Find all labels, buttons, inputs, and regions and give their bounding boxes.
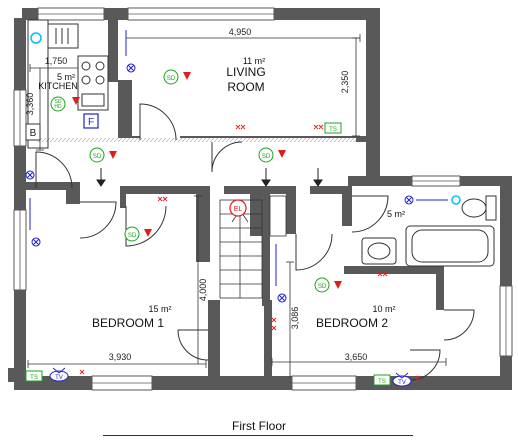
svg-text:SD: SD bbox=[128, 233, 137, 239]
svg-text:SD: SD bbox=[262, 154, 271, 160]
dim-living-width: 4,950 bbox=[229, 27, 252, 37]
alarm-sounders bbox=[72, 72, 342, 289]
bathroom-area: 5 m² bbox=[387, 209, 405, 219]
ts-socket-living: TS bbox=[324, 122, 342, 134]
kitchen-area: 5 m² bbox=[57, 72, 75, 82]
kitchen-name: KITCHEN bbox=[38, 81, 78, 91]
svg-text:TS: TS bbox=[378, 379, 386, 385]
windows bbox=[13, 7, 513, 391]
dim-bedroom1-depth: 4,000 bbox=[198, 279, 208, 302]
svg-text:HD: HD bbox=[54, 104, 62, 110]
svg-text:TS: TS bbox=[329, 127, 337, 133]
dimension-lines bbox=[27, 34, 447, 378]
svg-text:SD: SD bbox=[55, 99, 62, 105]
svg-text:SD: SD bbox=[318, 284, 327, 290]
living-area: 11 m² bbox=[243, 56, 265, 66]
dim-kitchen-depth: 3,360 bbox=[25, 93, 35, 116]
ts-socket-bedroom1: TS bbox=[25, 370, 43, 382]
tv-socket-bedroom1: TV bbox=[49, 367, 69, 382]
svg-text:TS: TS bbox=[30, 375, 38, 381]
smoke-detector-bedroom2: SD bbox=[314, 277, 330, 293]
svg-text:TV: TV bbox=[55, 375, 63, 381]
bedroom1-area: 15 m² bbox=[148, 304, 171, 314]
bedroom1-name: BEDROOM 1 bbox=[92, 316, 164, 330]
socket-marks bbox=[79, 124, 421, 381]
direction-arrows bbox=[96, 168, 323, 187]
ts-socket-bedroom2: TS bbox=[373, 374, 391, 386]
dim-kitchen-width: 1,750 bbox=[45, 56, 68, 66]
svg-text:EL: EL bbox=[234, 206, 243, 213]
dim-living-depth: 2,350 bbox=[340, 71, 350, 94]
bedroom2-area: 10 m² bbox=[372, 304, 395, 314]
living-name-line2: ROOM bbox=[227, 80, 264, 94]
boiler-label: B bbox=[30, 128, 37, 139]
doors bbox=[35, 103, 475, 381]
bathroom-fittings bbox=[361, 195, 497, 267]
fuse-box-symbol bbox=[83, 113, 99, 129]
living-name-line1: LIVING bbox=[226, 65, 265, 79]
light-switch-lines bbox=[29, 30, 448, 286]
water-outlet-kitchen bbox=[30, 32, 42, 44]
electric-meter-symbol: EL bbox=[229, 199, 247, 217]
water-outlet-bathroom bbox=[451, 195, 461, 205]
smoke-detector-hall-left: SD bbox=[89, 147, 105, 163]
ceiling-lights bbox=[25, 63, 414, 303]
dim-bedroom2-width: 3,650 bbox=[345, 352, 368, 362]
kitchen-fittings bbox=[27, 19, 109, 149]
dim-bedroom2-depth: 3,086 bbox=[290, 307, 300, 330]
caption-underline bbox=[103, 435, 413, 436]
smoke-detector-bedroom1: SD bbox=[124, 226, 140, 242]
svg-text:SD: SD bbox=[167, 76, 176, 82]
smoke-detector-living: SD bbox=[163, 69, 179, 85]
tv-socket-bedroom2: TV bbox=[392, 372, 412, 387]
smoke-detector-hall-right: SD bbox=[258, 147, 274, 163]
fuse-box-label: F bbox=[88, 117, 94, 128]
dim-bedroom1-width: 3,930 bbox=[109, 352, 132, 362]
wardrobe bbox=[269, 195, 287, 237]
svg-text:TV: TV bbox=[398, 380, 406, 386]
staircase bbox=[219, 199, 263, 299]
svg-text:SD: SD bbox=[93, 154, 102, 160]
heat-smoke-detector-kitchen: SD HD bbox=[50, 96, 66, 112]
boiler-symbol bbox=[25, 123, 41, 141]
bedroom2-name: BEDROOM 2 bbox=[316, 316, 388, 330]
floor-caption: First Floor bbox=[232, 419, 286, 433]
corridor-hatch bbox=[36, 138, 356, 142]
